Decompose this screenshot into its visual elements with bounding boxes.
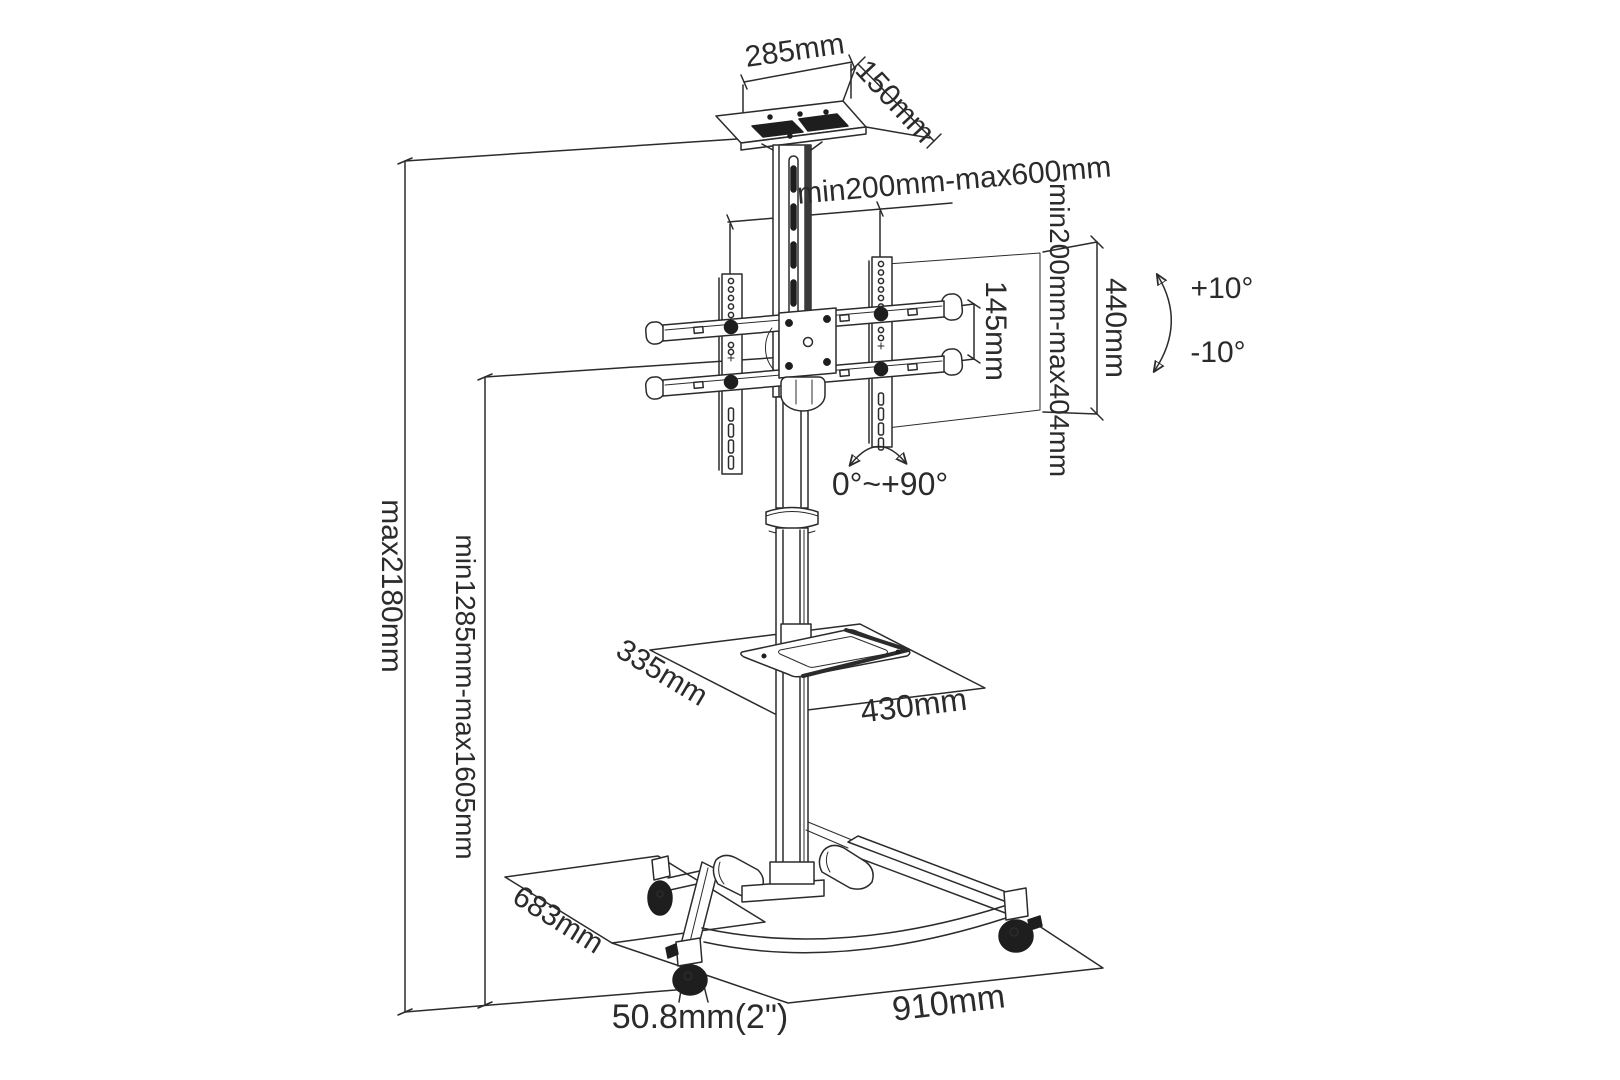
pole-collar <box>765 506 819 530</box>
tilt-up-label: +10° <box>1191 272 1254 305</box>
dim-bracket-height-lines <box>1042 235 1104 421</box>
tilt-down-label: -10° <box>1190 336 1245 369</box>
pole-clamp <box>780 376 826 412</box>
dim-bracket-height: 440mm <box>1099 278 1132 378</box>
dim-shelf-depth: 335mm <box>611 633 714 713</box>
dim-vesa-height-range: min200mm-max404mm <box>1044 183 1075 477</box>
ground-line <box>404 988 689 1013</box>
dim-base-depth: 683mm <box>507 879 609 960</box>
right-leg <box>847 835 1023 905</box>
swivel-arrow-icon <box>851 445 905 464</box>
dim-top-shelf-width: 285mm <box>743 27 847 74</box>
right-vesa-rail <box>868 256 893 451</box>
media-shelf <box>740 623 911 678</box>
top-shelf <box>715 100 867 151</box>
tilt-arrow-icon <box>1155 276 1173 370</box>
caster-rear-left <box>647 880 673 916</box>
dim-base-width: 910mm <box>890 977 1007 1029</box>
dim-shelf-width: 430mm <box>859 681 969 730</box>
caster-right-bracket <box>1003 887 1029 921</box>
caster-front-left-bracket <box>675 937 703 967</box>
tv-outline <box>886 252 1041 429</box>
pole-base <box>769 861 815 885</box>
vesa-plate <box>765 307 837 412</box>
dim-max-height-lines <box>397 138 738 1016</box>
swivel-range-label: 0°~+90° <box>832 466 948 502</box>
cable-hook <box>765 327 775 371</box>
caster-rear-left-bracket <box>651 855 671 881</box>
dim-rail-spacing: 145mm <box>979 281 1012 381</box>
dim-top-shelf-depth-lines <box>842 56 942 149</box>
dim-caster-size: 50.8mm(2") <box>612 998 788 1036</box>
dim-screen-height-range: min1285mm-max1605mm <box>450 534 481 859</box>
dim-max-height: max2180mm <box>375 499 408 672</box>
hub-cap-right <box>818 844 874 890</box>
dim-vesa-width-lines <box>726 201 953 277</box>
dimension-lines <box>397 54 1104 1016</box>
base-assembly <box>647 821 1043 996</box>
